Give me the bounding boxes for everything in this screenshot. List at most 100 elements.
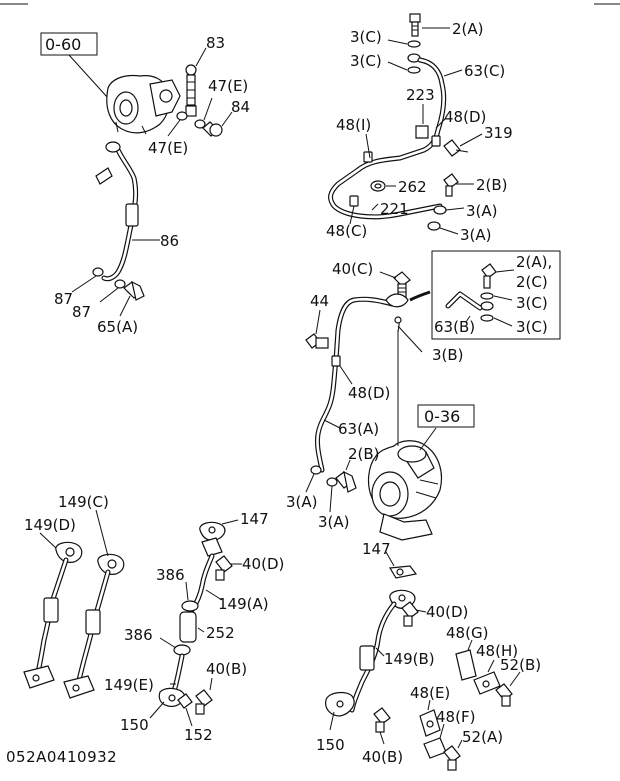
callout-3a-r1: 3(A) xyxy=(466,202,498,220)
callout-48h: 48(H) xyxy=(476,642,518,660)
callout-150-a: 150 xyxy=(120,716,149,734)
callout-2b-top: 2(B) xyxy=(476,176,508,194)
callout-3c-inset2: 3(C) xyxy=(516,318,548,336)
connector-83 xyxy=(185,64,197,117)
fitting-44 xyxy=(305,333,329,349)
callout-40b-a: 40(B) xyxy=(206,660,247,678)
bolt-2b-top xyxy=(443,173,459,197)
callout-40d-a: 40(D) xyxy=(242,555,284,573)
washers-3a-mid xyxy=(310,465,338,487)
callout-40b-b: 40(B) xyxy=(362,748,403,766)
bolt-40c xyxy=(393,271,411,299)
callout-84: 84 xyxy=(231,98,250,116)
pipe-63c xyxy=(328,57,447,220)
pipe-86 xyxy=(95,141,139,282)
callout-48i: 48(I) xyxy=(336,116,371,134)
callout-2a-inset: 2(A), xyxy=(516,253,552,271)
callout-252: 252 xyxy=(206,624,235,642)
callout-221: 221 xyxy=(380,200,409,218)
pipe-149b xyxy=(325,589,416,717)
callout-63c: 63(C) xyxy=(464,62,505,80)
callout-87-b: 87 xyxy=(72,303,91,321)
callout-147-b: 147 xyxy=(362,540,391,558)
washer-47e xyxy=(176,111,206,129)
callout-149e: 149(E) xyxy=(104,676,154,694)
callout-3a-r2: 3(A) xyxy=(460,226,492,244)
callout-149b: 149(B) xyxy=(384,650,435,668)
bolt-40b-b xyxy=(373,707,391,733)
callout-40d-b: 40(D) xyxy=(426,603,468,621)
turbocharger xyxy=(367,330,443,541)
bolt-2a-top xyxy=(409,13,421,37)
callout-386-b: 386 xyxy=(124,626,153,644)
bolt-40d-b xyxy=(401,601,419,627)
bolt-319 xyxy=(443,139,469,157)
callout-65a: 65(A) xyxy=(97,318,138,336)
washers-3a-right xyxy=(427,205,447,231)
callout-149a: 149(A) xyxy=(218,595,269,613)
callout-3c-a: 3(C) xyxy=(350,28,382,46)
callout-149d: 149(D) xyxy=(24,516,76,534)
bolt-65a xyxy=(123,280,145,301)
callout-48e: 48(E) xyxy=(410,684,450,702)
callout-87-a: 87 xyxy=(54,290,73,308)
bolt-152 xyxy=(177,693,193,709)
callout-86: 86 xyxy=(160,232,179,250)
drawing-number: 052A0410932 xyxy=(6,748,117,766)
clip-223 xyxy=(415,125,429,139)
pipe-149d xyxy=(23,541,83,689)
bolt-40b-a xyxy=(195,689,213,715)
ref-label-0-60: 0-60 xyxy=(45,35,81,54)
callout-149c: 149(C) xyxy=(58,493,109,511)
gasket-147-right xyxy=(388,565,418,579)
oil-pump-housing xyxy=(106,74,181,135)
callout-63b: 63(B) xyxy=(434,318,475,336)
callout-48d-mid: 48(D) xyxy=(348,384,390,402)
hose-252 xyxy=(179,611,197,643)
pipe-149c xyxy=(63,553,125,699)
callout-44: 44 xyxy=(310,292,329,310)
ref-label-0-36: 0-36 xyxy=(424,407,460,426)
clip-48f xyxy=(423,737,447,759)
bolt-52a xyxy=(443,745,461,771)
callout-48f: 48(F) xyxy=(436,708,475,726)
callout-48d-top: 48(D) xyxy=(444,108,486,126)
callout-2a-top: 2(A) xyxy=(452,20,484,38)
bracket-48g xyxy=(455,649,477,681)
callout-2b-mid: 2(B) xyxy=(348,445,380,463)
callout-47e-a: 47(E) xyxy=(208,77,248,95)
callout-223: 223 xyxy=(406,86,435,104)
callout-3b: 3(B) xyxy=(432,346,464,364)
washer-262 xyxy=(370,180,386,192)
clip-48h xyxy=(473,671,501,695)
callout-52a: 52(A) xyxy=(462,728,503,746)
bolt-2b-mid xyxy=(335,470,357,493)
callout-48g: 48(G) xyxy=(446,624,488,642)
callout-48c: 48(C) xyxy=(326,222,367,240)
callout-3a-m2: 3(A) xyxy=(318,513,350,531)
callout-319: 319 xyxy=(484,124,513,142)
pipe-63a xyxy=(315,293,409,473)
callout-147-a: 147 xyxy=(240,510,269,528)
bolt-52b xyxy=(495,683,513,707)
bolt-84 xyxy=(202,121,223,137)
callout-2c-inset: 2(C) xyxy=(516,273,548,291)
clamp-48e xyxy=(419,709,441,737)
callout-63a: 63(A) xyxy=(338,420,379,438)
callout-40c: 40(C) xyxy=(332,260,373,278)
callout-52b: 52(B) xyxy=(500,656,541,674)
callout-262: 262 xyxy=(398,178,427,196)
callout-3c-inset1: 3(C) xyxy=(516,294,548,312)
callout-152: 152 xyxy=(184,726,213,744)
callout-386-a: 386 xyxy=(156,566,185,584)
inset-box xyxy=(431,250,561,340)
ref-box-0-60: 0-60 xyxy=(40,32,98,56)
callout-3a-m1: 3(A) xyxy=(286,493,318,511)
callout-83: 83 xyxy=(206,34,225,52)
washers-87 xyxy=(92,267,126,289)
callout-3c-b: 3(C) xyxy=(350,52,382,70)
bolt-40d-a xyxy=(215,555,233,581)
clamp-386-a xyxy=(181,600,199,612)
ref-box-0-36: 0-36 xyxy=(417,404,475,428)
